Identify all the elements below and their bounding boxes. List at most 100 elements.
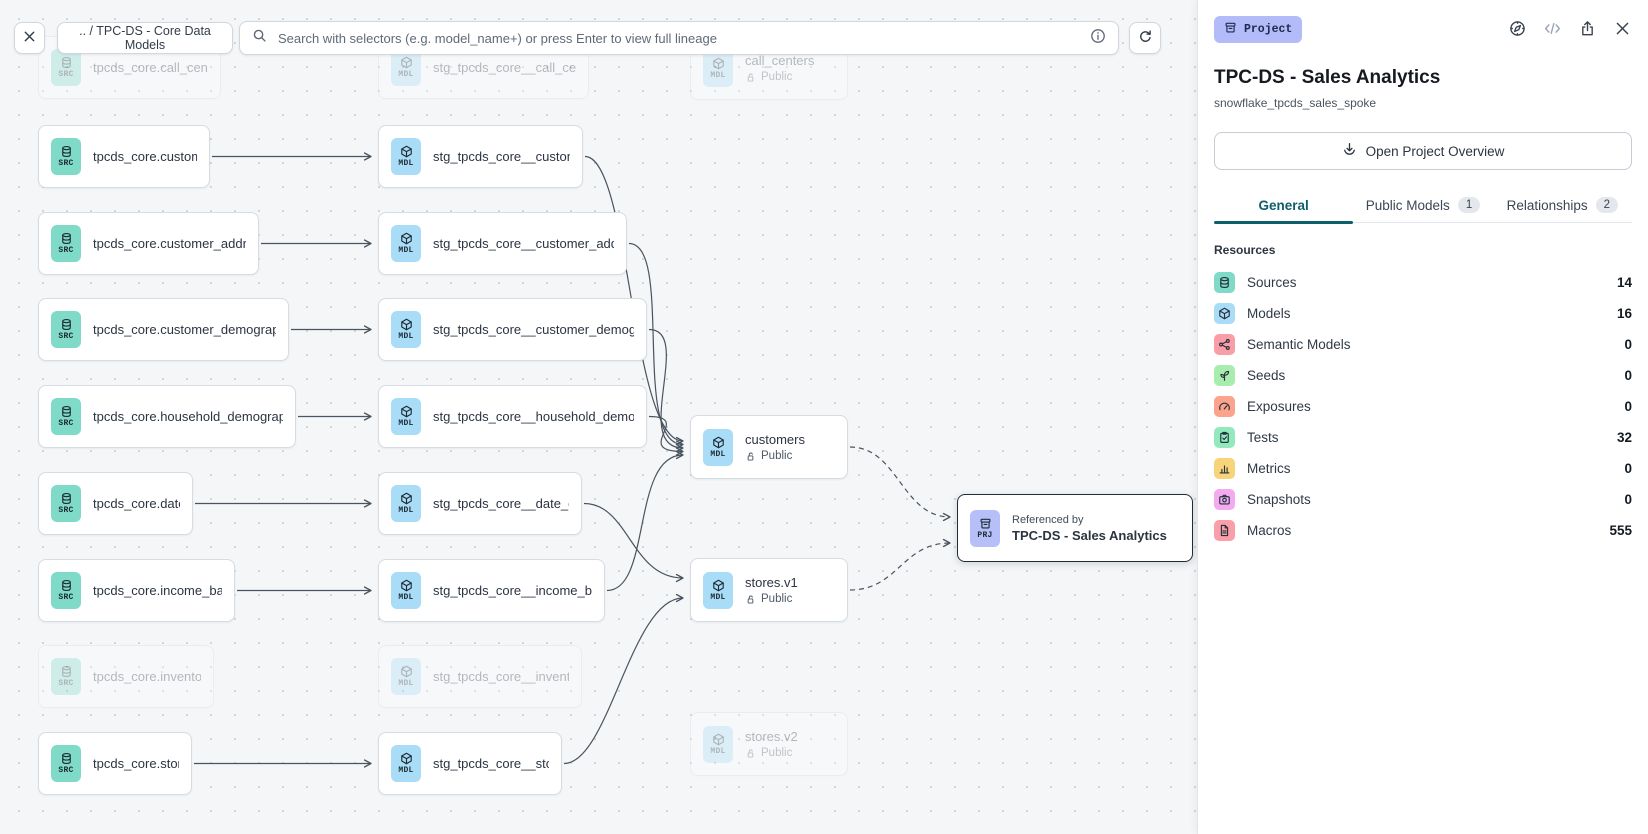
cube-icon: MDL (391, 398, 421, 435)
node-label: stg_tpcds_core__inventory (433, 669, 569, 684)
project-subtitle: snowflake_tpcds_sales_spoke (1214, 96, 1377, 110)
cube-icon: MDL (391, 572, 421, 609)
lock-open-icon (745, 72, 756, 83)
lineage-node-stg_store[interactable]: MDL stg_tpcds_core__store (378, 732, 562, 795)
node-label: stg_tpcds_core__store (433, 756, 549, 771)
resource-row-sources[interactable]: Sources 14 (1214, 267, 1632, 298)
resource-row-tests[interactable]: Tests 32 (1214, 422, 1632, 453)
resource-count: 0 (1624, 399, 1632, 414)
seed-icon (1218, 369, 1231, 382)
code-icon[interactable] (1542, 18, 1562, 38)
lineage-canvas[interactable]: SRCtpcds_core.call_centerSRCtpcds_core.c… (0, 0, 1197, 834)
cube-icon: MDL (703, 725, 733, 763)
cube-icon: MDL (391, 745, 421, 782)
refresh-lineage-button[interactable] (1129, 22, 1161, 54)
tab-general[interactable]: General (1214, 188, 1354, 224)
node-label: tpcds_core.call_center (93, 60, 208, 75)
database-icon: SRC (51, 745, 81, 782)
panel-tabs: General Public Models 1 Relationships 2 (1214, 188, 1632, 224)
database-icon (1218, 276, 1231, 289)
node-label: tpcds_core.customer_demographics (93, 322, 276, 337)
database-icon: SRC (51, 311, 81, 348)
tab-relationships[interactable]: Relationships 2 (1493, 188, 1632, 222)
snapshot-icon (1218, 493, 1231, 506)
node-label: stg_tpcds_core__date_dim (433, 496, 569, 511)
close-panel-icon[interactable] (1612, 18, 1632, 38)
resource-label: Seeds (1247, 368, 1286, 383)
cube-icon: MDL (391, 225, 421, 262)
tab-public-models[interactable]: Public Models 1 (1353, 188, 1492, 222)
close-icon (22, 29, 37, 47)
database-icon: SRC (51, 225, 81, 262)
public-access-label: Public (745, 71, 814, 83)
cube-icon: MDL (703, 49, 733, 87)
exposure-icon (1218, 400, 1231, 413)
resource-row-models[interactable]: Models 16 (1214, 298, 1632, 329)
public-access-label: Public (745, 450, 805, 462)
resource-count: 16 (1616, 306, 1632, 321)
cube-icon: MDL (391, 485, 421, 522)
lineage-node-src_customer_demographics[interactable]: SRC tpcds_core.customer_demographics (38, 298, 289, 361)
lineage-node-src_household_demographics[interactable]: SRC tpcds_core.household_demographics (38, 385, 296, 448)
node-label: stg_tpcds_core__household_demogr... (433, 409, 634, 424)
cube-icon: MDL (391, 138, 421, 175)
close-lineage-button[interactable] (14, 22, 45, 54)
resource-row-exposures[interactable]: Exposures 0 (1214, 391, 1632, 422)
tab-count-badge: 2 (1595, 197, 1619, 213)
resource-label: Models (1247, 306, 1291, 321)
open-project-overview-button[interactable]: Open Project Overview (1214, 132, 1632, 170)
semantic-model-icon (1218, 338, 1231, 351)
share-icon[interactable] (1577, 18, 1597, 38)
open-overview-label: Open Project Overview (1365, 143, 1505, 159)
breadcrumb-label: .. / TPC-DS - Core Data Models (79, 24, 211, 52)
search-input[interactable] (276, 29, 1081, 47)
resource-count: 0 (1624, 492, 1632, 507)
breadcrumb[interactable]: .. / TPC-DS - Core Data Models (57, 22, 233, 54)
resource-label: Exposures (1247, 399, 1311, 414)
node-label: customers (745, 432, 805, 447)
resource-label: Sources (1247, 275, 1297, 290)
lineage-node-stg_household_demographics[interactable]: MDL stg_tpcds_core__household_demogr... (378, 385, 647, 448)
public-access-label: Public (745, 747, 798, 759)
lineage-node-stg_customer_demographics[interactable]: MDLstg_tpcds_core__customer_demogra... (378, 298, 647, 361)
node-label: stores.v1 (745, 575, 798, 590)
node-label: tpcds_core.household_demographics (93, 409, 283, 424)
tab-count-badge: 1 (1457, 197, 1481, 213)
info-icon[interactable] (1090, 28, 1106, 49)
lineage-node-stg_date_dim[interactable]: MDL stg_tpcds_core__date_dim (378, 472, 582, 535)
resource-label: Macros (1247, 523, 1292, 538)
resource-count: 32 (1616, 430, 1632, 445)
resource-count: 14 (1616, 275, 1632, 290)
node-label: tpcds_core.customer_address (93, 236, 246, 251)
database-icon: SRC (51, 398, 81, 435)
lineage-node-src_customer_address[interactable]: SRC tpcds_core.customer_address (38, 212, 259, 275)
node-label: stg_tpcds_core__call_center (433, 60, 576, 75)
cube-icon (1218, 307, 1231, 320)
explore-compass-icon[interactable] (1507, 18, 1527, 38)
resource-label: Tests (1247, 430, 1279, 445)
resource-count: 0 (1624, 337, 1632, 352)
project-box-icon: PRJ (970, 509, 1000, 547)
search-icon (252, 28, 267, 48)
macro-icon (1218, 524, 1231, 537)
